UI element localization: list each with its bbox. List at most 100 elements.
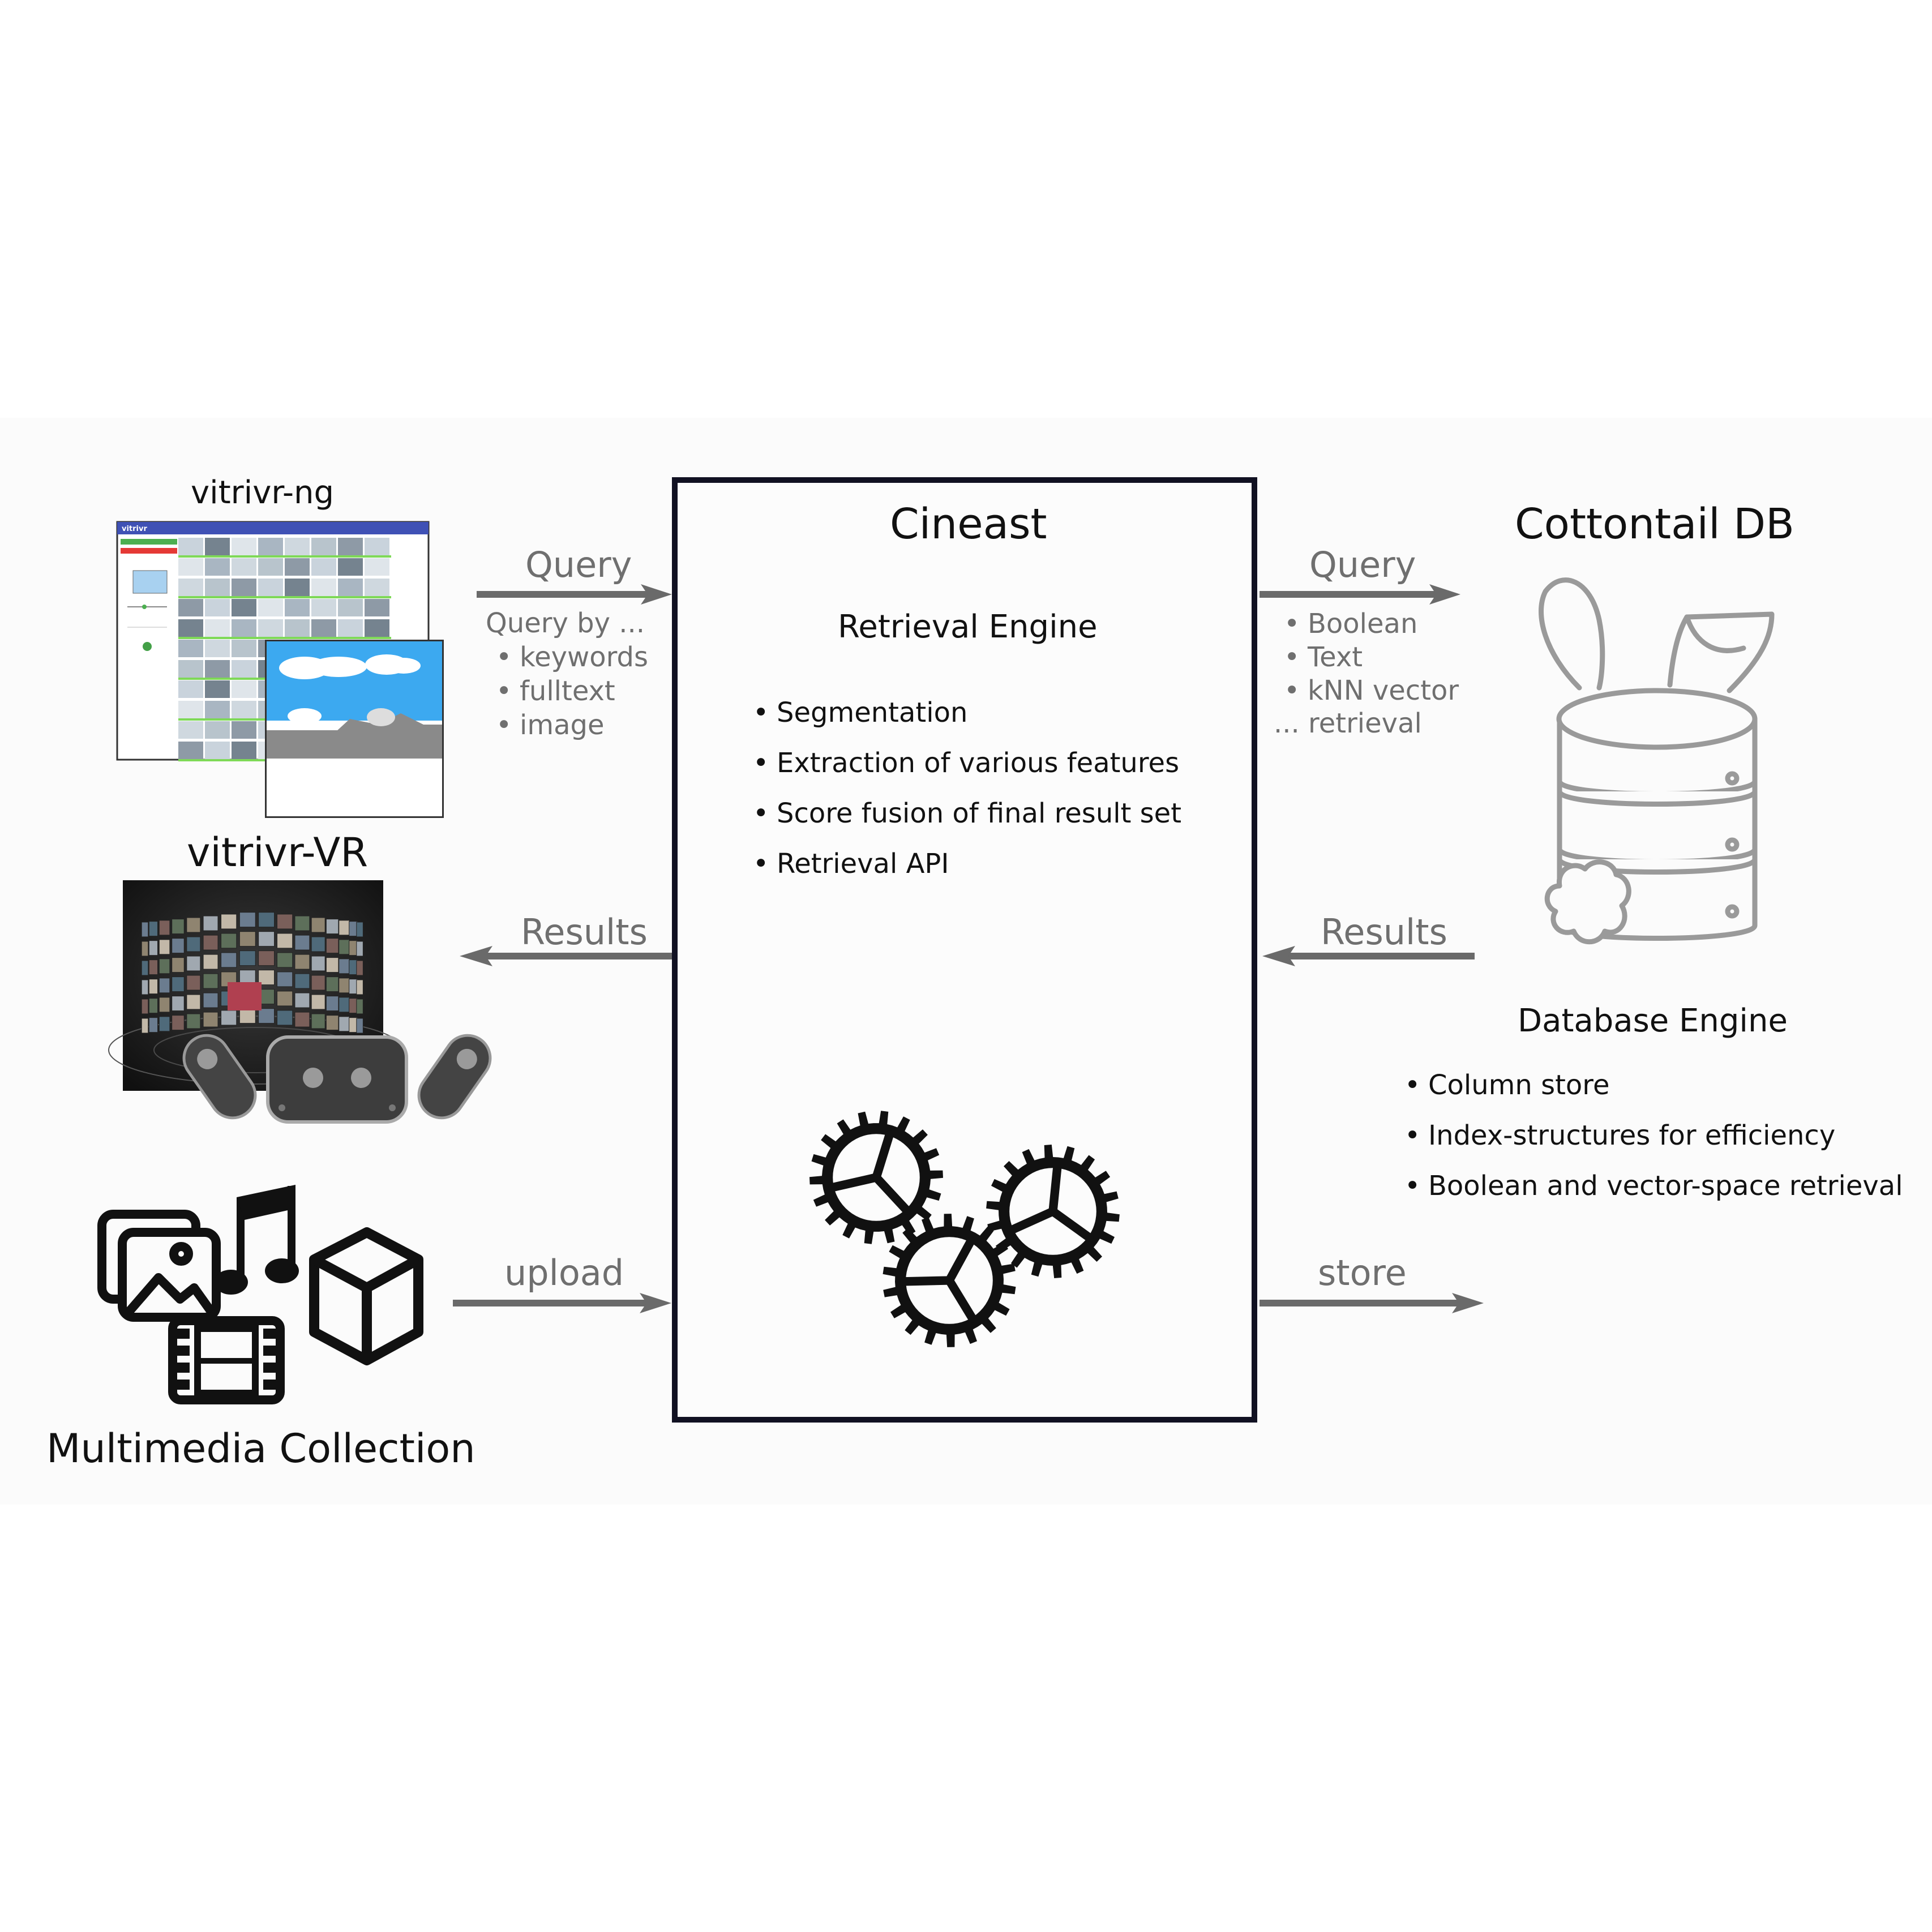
result-thumbnail <box>205 579 230 596</box>
result-thumbnail <box>258 619 283 637</box>
multimedia-icons <box>97 1185 423 1404</box>
vr-left-controller <box>182 1034 257 1120</box>
vr-thumbnail <box>239 950 256 966</box>
result-thumbnail <box>178 680 203 698</box>
result-thumbnail <box>178 640 203 657</box>
cottontail-feature: Index-structures for efficiency <box>1404 1111 1903 1161</box>
gear-icon <box>809 1111 943 1244</box>
vr-thumbnail <box>276 933 293 949</box>
result-thumbnail <box>311 558 336 576</box>
vr-thumbnail <box>186 956 201 971</box>
vr-thumbnail <box>356 1018 363 1034</box>
vr-thumbnail <box>148 998 158 1014</box>
result-thumbnail <box>365 579 389 596</box>
cottontail-feature: Boolean and vector-space retrieval <box>1404 1161 1903 1211</box>
vr-thumbnail <box>311 917 325 933</box>
vr-thumbnail <box>172 996 185 1012</box>
result-thumbnail <box>178 701 203 718</box>
query-right-arrow <box>1260 584 1460 605</box>
result-thumbnail <box>232 660 256 678</box>
result-thumbnail <box>285 538 310 555</box>
vr-thumbnail <box>172 1015 185 1031</box>
vr-thumbnail <box>158 978 170 993</box>
result-thumbnail <box>338 558 363 576</box>
vr-thumbnail <box>294 992 310 1008</box>
vr-thumbnail <box>311 994 325 1010</box>
result-thumbnail <box>232 640 256 657</box>
vr-thumbnail <box>258 950 275 966</box>
gears-icon <box>809 1111 1120 1347</box>
query-modality: keywords <box>496 640 648 674</box>
vr-thumbnail <box>325 957 339 973</box>
vitrivr-vr-screenshot <box>108 880 404 1091</box>
vr-thumbnail <box>148 940 158 956</box>
result-thumbnail <box>311 619 336 637</box>
result-row-highlight <box>178 596 391 598</box>
rabbit-database-icon <box>1539 577 1775 945</box>
query-by-text: Query by ... <box>486 607 645 639</box>
images-icon <box>97 1210 221 1322</box>
result-thumbnail <box>365 558 389 576</box>
music-note-icon <box>214 1185 299 1295</box>
vr-thumbnail <box>294 973 310 989</box>
vr-thumbnail <box>239 931 256 947</box>
vr-result-wall <box>141 912 363 1034</box>
result-thumbnail <box>178 619 203 637</box>
cineast-feature-list: Segmentation Extraction of various featu… <box>753 688 1181 889</box>
result-thumbnail <box>178 538 203 555</box>
query-types-list: Boolean Text kNN vector <box>1284 607 1459 708</box>
vr-thumbnail <box>186 1013 201 1029</box>
film-strip-icon <box>168 1316 285 1404</box>
query-type: Text <box>1284 641 1459 674</box>
cineast-feature: Extraction of various features <box>753 738 1181 789</box>
result-thumbnail <box>285 579 310 596</box>
cottontail-feature: Column store <box>1404 1060 1903 1111</box>
vr-thumbnail <box>203 992 219 1008</box>
result-thumbnail <box>205 599 230 616</box>
query-right-label: Query <box>1309 544 1416 585</box>
vitrivr-logo-text: vitrivr <box>122 525 147 533</box>
store-label: store <box>1318 1252 1407 1293</box>
vr-right-controller <box>417 1034 492 1120</box>
result-thumbnail <box>311 538 336 555</box>
vr-thumbnail <box>294 935 310 950</box>
result-thumbnail <box>232 619 256 637</box>
gear-icon <box>986 1145 1120 1278</box>
result-thumbnail <box>178 660 203 678</box>
result-thumbnail <box>365 599 389 616</box>
vr-thumbnail <box>158 939 170 955</box>
result-thumbnail <box>232 579 256 596</box>
result-thumbnail <box>285 558 310 576</box>
result-thumbnail <box>258 579 283 596</box>
result-thumbnail <box>232 742 256 759</box>
vr-thumbnail <box>186 994 201 1010</box>
cube-icon <box>309 1227 423 1365</box>
vr-thumbnail <box>172 976 185 992</box>
vr-thumbnail <box>325 996 339 1012</box>
rabbit-left-ear <box>1539 577 1605 691</box>
vr-thumbnail <box>148 1017 158 1033</box>
vr-thumbnail <box>186 975 201 991</box>
vr-thumbnail <box>221 952 237 968</box>
vr-thumbnail <box>141 1018 149 1034</box>
result-thumbnail <box>205 701 230 718</box>
result-thumbnail <box>205 742 230 759</box>
result-thumbnail <box>338 619 363 637</box>
result-thumbnail <box>178 579 203 596</box>
result-thumbnail <box>258 538 283 555</box>
vr-thumbnail <box>356 999 363 1014</box>
vr-thumbnail <box>158 958 170 974</box>
vr-thumbnail <box>148 979 158 995</box>
vr-thumbnail <box>294 1012 310 1027</box>
result-thumbnail <box>338 579 363 596</box>
vr-headset-body <box>266 1035 408 1124</box>
results-right-arrow <box>1262 946 1475 966</box>
vr-thumbnail <box>221 933 237 949</box>
retrieval-engine-subtitle: Retrieval Engine <box>838 609 1098 645</box>
result-thumbnail <box>178 599 203 616</box>
vr-thumbnail <box>294 915 310 931</box>
result-thumbnail <box>258 599 283 616</box>
result-thumbnail <box>232 721 256 739</box>
cineast-feature: Retrieval API <box>753 839 1181 889</box>
vr-thumbnail <box>158 1016 170 1032</box>
